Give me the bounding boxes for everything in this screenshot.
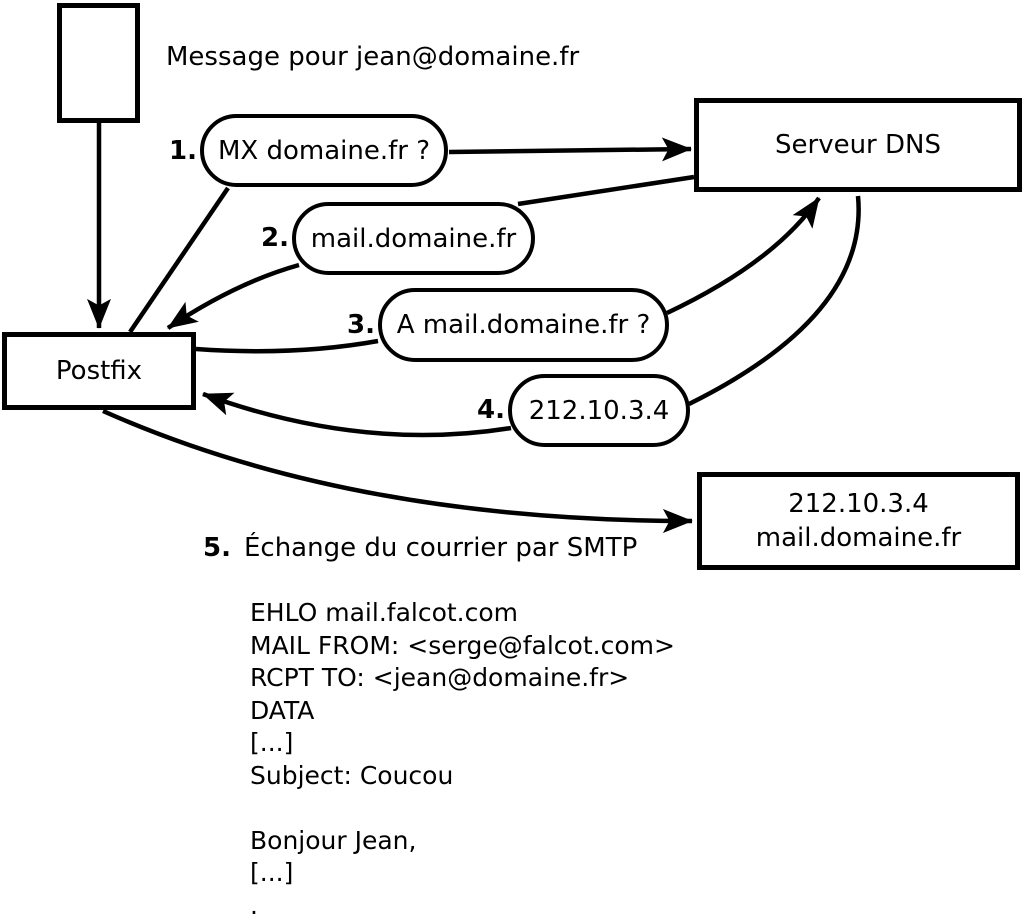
smtp-line: [...] xyxy=(250,728,294,757)
arrow-step2-to-postfix xyxy=(166,262,300,330)
step-4-label: 212.10.3.4 xyxy=(528,395,670,426)
step-5-number: 5. xyxy=(203,533,231,563)
smtp-line xyxy=(250,792,675,825)
smtp-line: Subject: Coucou xyxy=(250,760,454,790)
destination-ip: 212.10.3.4 xyxy=(788,489,929,519)
step-1-label: MX domaine.fr ? xyxy=(217,135,431,166)
smtp-line: MAIL FROM: <serge@falcot.com> xyxy=(250,630,675,660)
step-2-label: mail.domaine.fr xyxy=(310,223,517,254)
smtp-line: DATA xyxy=(250,695,315,725)
step-1-bubble: MX domaine.fr ? xyxy=(200,114,448,187)
dns-server-label: Serveur DNS xyxy=(775,130,941,160)
step-1-number: 1. xyxy=(169,136,197,166)
step-5-caption: 5. Échange du courrier par SMTP xyxy=(203,533,637,563)
destination-hostname: mail.domaine.fr xyxy=(755,523,962,553)
step-2-bubble: mail.domaine.fr xyxy=(292,202,535,275)
arrow-step3-to-dns xyxy=(666,196,821,316)
step-4-number: 4. xyxy=(477,395,505,425)
arrow-step4-to-postfix xyxy=(202,391,512,438)
line-postfix-to-step3 xyxy=(195,338,379,354)
dns-server-node: Serveur DNS xyxy=(694,98,1022,192)
destination-server-node: 212.10.3.4 mail.domaine.fr xyxy=(697,472,1020,570)
step-3-number: 3. xyxy=(347,310,375,340)
smtp-line: [...] xyxy=(250,858,294,887)
step-4-bubble: 212.10.3.4 xyxy=(508,374,690,447)
line-postfix-to-step1 xyxy=(128,186,230,334)
smtp-line: EHLO mail.falcot.com xyxy=(250,598,519,627)
smtp-session-transcript: EHLO mail.falcot.com MAIL FROM: <serge@f… xyxy=(250,597,675,919)
line-dns-to-step2 xyxy=(517,174,695,207)
step-3-bubble: A mail.domaine.fr ? xyxy=(378,288,669,362)
smtp-line: . xyxy=(250,890,258,919)
smtp-line: RCPT TO: <jean@domaine.fr> xyxy=(250,663,630,692)
step-2-number: 2. xyxy=(261,223,289,253)
smtp-line: Bonjour Jean, xyxy=(250,825,417,855)
step-3-label: A mail.domaine.fr ? xyxy=(396,310,651,340)
arrow-step1-to-dns xyxy=(448,137,692,162)
postfix-label: Postfix xyxy=(55,356,143,386)
line-dns-to-step4 xyxy=(688,195,861,407)
step-5-label: Échange du courrier par SMTP xyxy=(243,533,638,563)
message-label: Message pour jean@domaine.fr xyxy=(166,42,580,72)
postfix-node: Postfix xyxy=(2,332,196,410)
message-document-icon xyxy=(57,3,140,123)
